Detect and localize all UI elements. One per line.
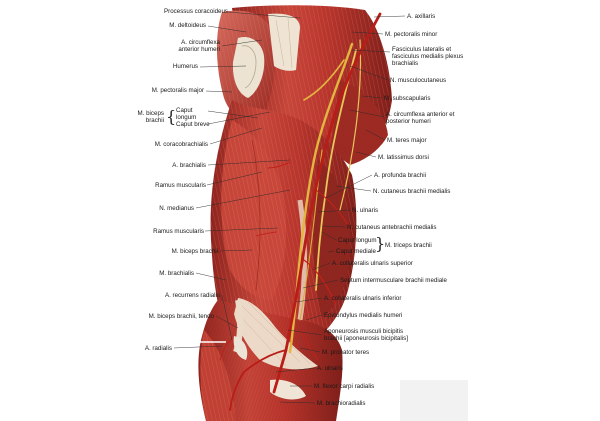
label-m-pronator-teres: M. pronator teres [322, 349, 370, 356]
label-aponeurosis: Aponeurosis musculi bicipitis brachii [a… [324, 328, 408, 342]
label-a-circumflexa-ant-post: A. circumflexa anterior et posterior hum… [386, 111, 455, 125]
label-a-circumflexa-anterior-humeri: A. circumflexa anterior humeri [178, 39, 220, 53]
label-m-pectoralis-minor: M. pectoralis minor [385, 31, 438, 38]
label-m-triceps-brachii: M. triceps brachii [385, 242, 432, 249]
label-m-teres-major: M. teres major [387, 137, 427, 144]
label-caput-longum: Caput longum [338, 237, 377, 244]
label-m-biceps-brachii-top: M. biceps brachii [137, 110, 164, 124]
label-processus-coracoideus: Processus coracoideus [164, 8, 228, 15]
label-n-musculocutaneus: N. musculocutaneus [390, 77, 447, 84]
label-a-recurrens-radialis: A. recurrens radialis [164, 292, 220, 299]
label-n-medianus: N. medianus [159, 205, 194, 212]
label-m-pectoralis-major: M. pectoralis major [151, 87, 204, 94]
label-a-axillaris: A. axillaris [407, 13, 436, 20]
label-a-collateralis-ulnaris-inferior: A. collateralis ulnaris inferior [324, 295, 402, 302]
label-caput-breve: Caput breve [176, 121, 210, 128]
label-a-brachialis: A. brachialis [172, 162, 206, 169]
label-a-ulnaris: A. ulnaris [317, 365, 343, 372]
brace-biceps: { [166, 107, 177, 126]
label-m-latissimus-dorsi: M. latissimus dorsi [378, 154, 429, 161]
label-septum: Septum intermusculare brachii mediale [340, 277, 447, 284]
humerus-bone [232, 36, 265, 98]
paper-patch [400, 380, 468, 421]
label-caput-mediale: Caput mediale [336, 248, 376, 255]
label-fasciculus: Fasciculus lateralis et fasciculus media… [392, 46, 464, 67]
label-n-ulnaris: N. ulnaris [352, 207, 379, 214]
label-m-deltoideus: M. deltoideus [169, 22, 206, 29]
label-m-subscapularis: M. subscapularis [384, 95, 431, 102]
label-m-biceps-brachii-tendo: M. biceps brachii, tendo [148, 313, 214, 320]
brace-triceps: } [375, 234, 386, 253]
arteries [219, 12, 382, 411]
label-n-cutaneus-brachii-medialis: N. cutaneus brachii medialis [373, 188, 451, 195]
label-caput-longum-biceps: Caput longum [176, 107, 197, 121]
label-ramus-muscularis-2: Ramus muscularis [153, 228, 204, 235]
label-m-coracobrachialis: M. coracobrachialis [154, 141, 208, 148]
label-ramus-muscularis-1: Ramus muscularis [155, 182, 206, 189]
label-humerus: Humerus [172, 63, 198, 70]
label-m-brachialis: M. brachialis [159, 270, 194, 277]
aponeurosis-bicipitalis [234, 298, 318, 370]
label-a-radialis: A. radialis [144, 345, 172, 352]
label-m-brachioradialis: M. brachioradialis [317, 400, 366, 407]
label-a-profunda-brachii: A. profunda brachii [374, 172, 426, 179]
label-epicondylus: Epicondylus medialis humeri [324, 312, 403, 319]
label-a-collateralis-ulnaris-superior: A. collateralis ulnaris superior [332, 260, 413, 267]
label-m-flexor-carpi-radialis: M. flexor carpi radialis [314, 383, 375, 390]
label-m-biceps-brachii: M. biceps brachii [171, 248, 218, 255]
label-n-cutaneus-antebrachii-medialis: N. cutaneus antebrachii medialis [347, 224, 437, 231]
leader-lines [173, 11, 406, 404]
